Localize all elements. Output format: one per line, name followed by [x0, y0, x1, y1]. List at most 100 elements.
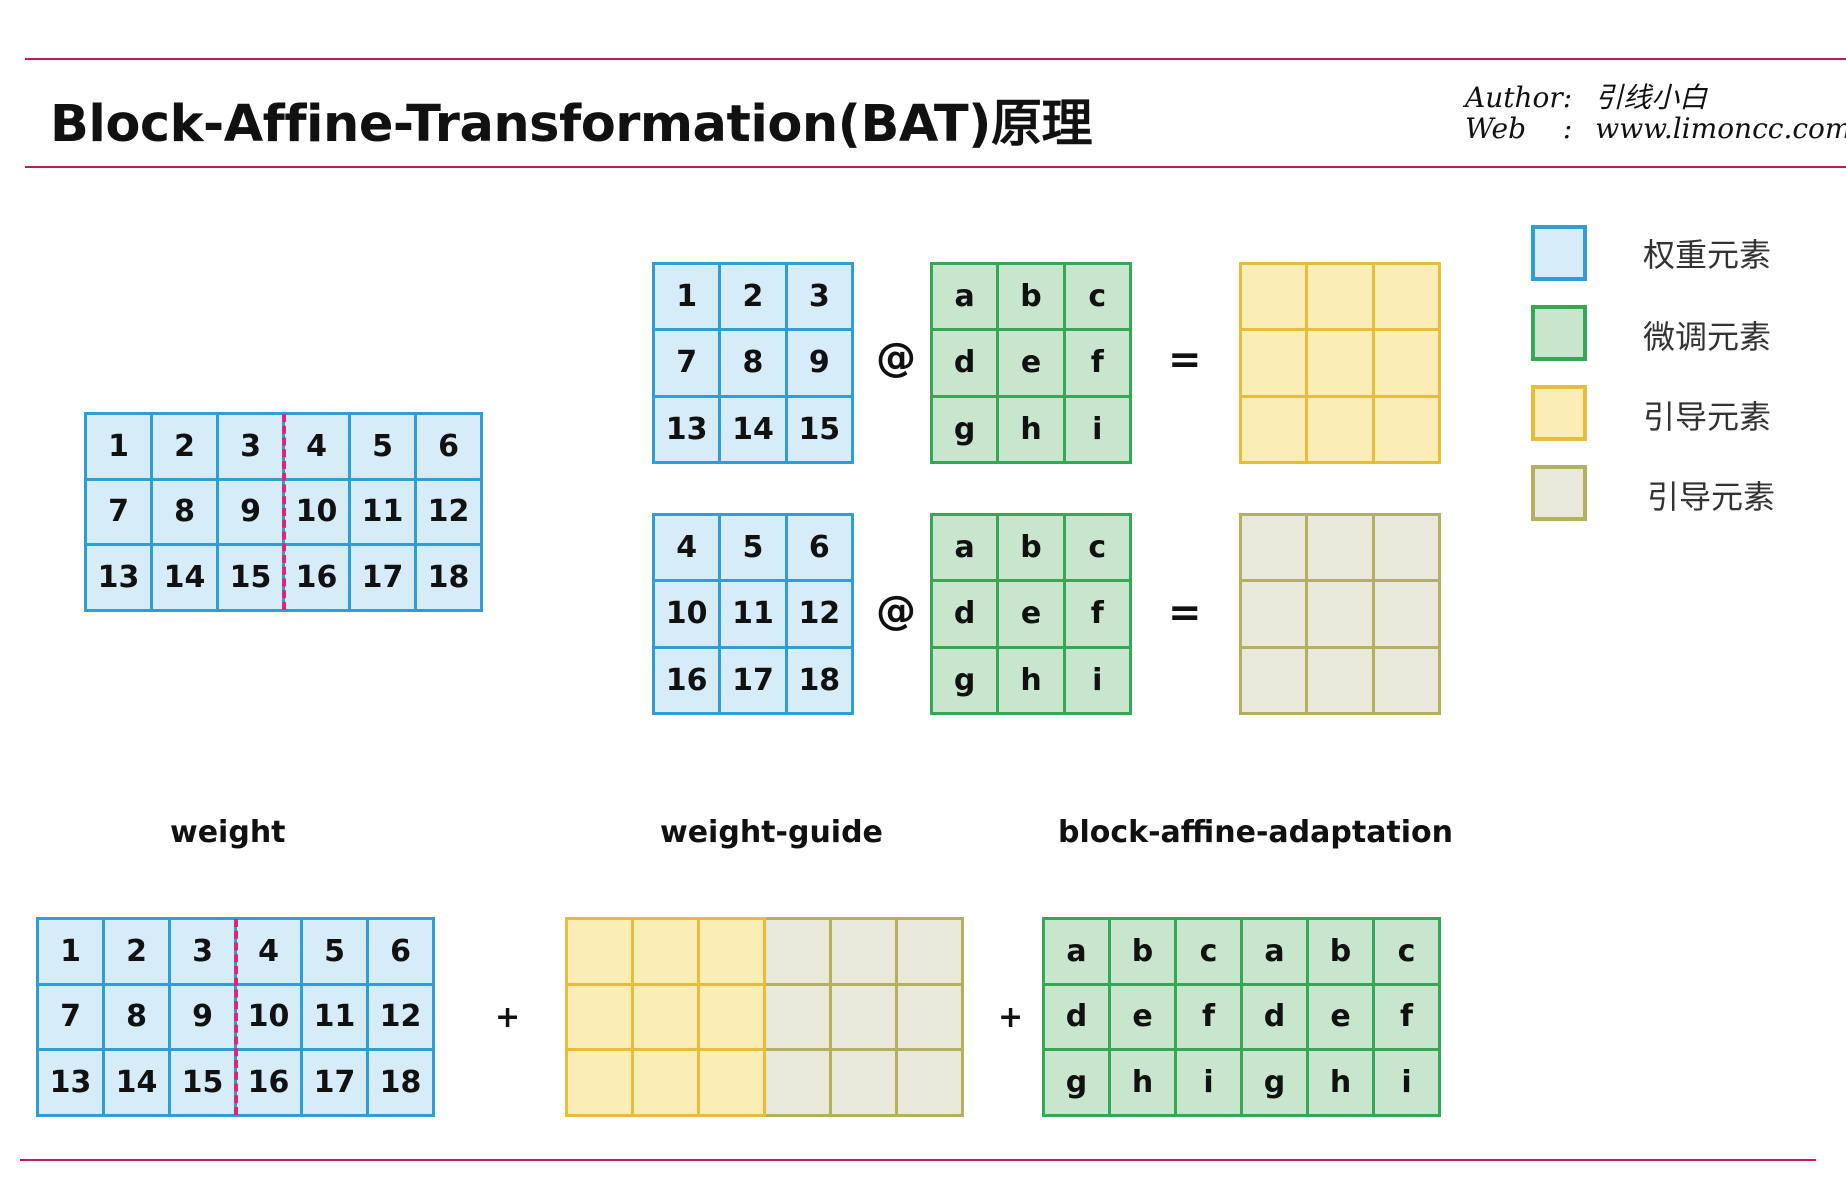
author-label: Author — [1465, 81, 1563, 114]
matrix-cell: 13 — [655, 397, 719, 461]
matrix-cell: b — [1111, 920, 1174, 983]
matrix-cell — [1242, 516, 1306, 580]
matrix-cell: a — [933, 516, 997, 580]
matrix-cell: 10 — [237, 985, 300, 1049]
matrix-cell: g — [1045, 1051, 1108, 1114]
matrix-cell: 10 — [655, 582, 719, 646]
matrix-cell — [1242, 265, 1306, 329]
matrix-cell — [1308, 582, 1372, 646]
matrix-cell: 13 — [39, 1051, 102, 1114]
matrix-cell — [1308, 516, 1372, 580]
matrix-cell — [697, 1048, 766, 1117]
matrix-cell: e — [999, 582, 1063, 646]
matrix-cell: c — [1177, 920, 1240, 983]
matrix-cell: 11 — [721, 582, 785, 646]
matrix-cell: c — [1375, 920, 1438, 983]
matrix-cell: a — [1243, 920, 1306, 983]
web-line: Web : www.limoncc.com — [1465, 112, 1846, 145]
matrix-cell: 2 — [105, 920, 168, 983]
matrix-cell: a — [1045, 920, 1108, 983]
matrix-cell — [565, 982, 634, 1052]
header-top-rule — [25, 58, 1846, 60]
matrix-cell: h — [1111, 1051, 1174, 1114]
matrix-cell: 18 — [369, 1051, 432, 1114]
matrix-cell — [631, 917, 700, 986]
block-split-divider-top — [282, 414, 286, 610]
legend-label-weight: 权重元素 — [1643, 236, 1772, 274]
weight-label: weight — [170, 815, 286, 850]
matrix-cell: 15 — [219, 546, 282, 609]
matrix-cell: 1 — [655, 265, 719, 329]
matrix-cell: 14 — [105, 1051, 168, 1114]
matrix-cell — [898, 1051, 961, 1114]
matrix-cell: 10 — [285, 480, 348, 544]
matrix-cell — [1308, 648, 1372, 712]
matrix-cell: 6 — [417, 415, 480, 478]
matrix-cell — [898, 920, 961, 983]
matrix-cell: h — [1309, 1051, 1372, 1114]
legend-label-guide-1: 引导元素 — [1643, 398, 1772, 436]
matrix-cell: f — [1375, 985, 1438, 1049]
matrix-cell — [631, 982, 700, 1052]
matrix-cell: f — [1065, 331, 1129, 395]
matrix-cell: 8 — [105, 985, 168, 1049]
matrix-cell — [565, 917, 634, 986]
matrix-cell: 3 — [219, 415, 282, 478]
matrix-cell: 12 — [369, 985, 432, 1049]
matrix-cell: i — [1065, 648, 1129, 712]
legend-label-guide-2: 引导元素 — [1647, 478, 1776, 516]
matrix-cell: 7 — [39, 985, 102, 1049]
footer-rule — [20, 1159, 1816, 1161]
matrix-cell — [697, 982, 766, 1052]
matrix-cell: b — [999, 516, 1063, 580]
matrix-cell: 12 — [787, 582, 851, 646]
matrix-cell — [832, 920, 895, 983]
legend-swatch-weight — [1531, 225, 1587, 281]
matrix-cell: 5 — [303, 920, 366, 983]
matrix-cell: d — [1045, 985, 1108, 1049]
matrix-cell — [1308, 265, 1372, 329]
matrix-cell: 13 — [87, 546, 150, 609]
matrix-cell: e — [1111, 985, 1174, 1049]
matrix-cell: 17 — [721, 648, 785, 712]
matrix-cell: 7 — [655, 331, 719, 395]
matrix-cell: 18 — [787, 648, 851, 712]
matrix-cell: 5 — [721, 516, 785, 580]
weight-guide-matrix — [565, 917, 964, 1117]
matrix-cell: 4 — [655, 516, 719, 580]
legend-swatch-finetune — [1531, 305, 1587, 361]
matrix-cell — [766, 1051, 829, 1114]
matrix-cell: 2 — [721, 265, 785, 329]
matrix-cell: e — [1309, 985, 1372, 1049]
matrix-cell: f — [1065, 582, 1129, 646]
matrix-cell: 11 — [303, 985, 366, 1049]
matrix-cell: f — [1177, 985, 1240, 1049]
web-value: www.limoncc.com — [1595, 112, 1846, 145]
matrix-cell: 15 — [171, 1051, 234, 1114]
matrix-cell — [1242, 397, 1306, 461]
matrix-cell: 7 — [87, 480, 150, 544]
matrix-cell: i — [1065, 397, 1129, 461]
matrix-cell — [832, 1051, 895, 1114]
matrix-cell: 1 — [87, 415, 150, 478]
matrix-cell — [1374, 582, 1438, 646]
matrix-cell: b — [999, 265, 1063, 329]
matrix-cell — [1242, 648, 1306, 712]
matrix-cell: 4 — [237, 920, 300, 983]
matrix-cell: g — [933, 397, 997, 461]
matrix-cell: 6 — [369, 920, 432, 983]
matrix-cell: 6 — [787, 516, 851, 580]
matrix-cell — [766, 985, 829, 1049]
equals-symbol-1: = — [1168, 337, 1202, 383]
matrix-cell: g — [933, 648, 997, 712]
matrix-cell: 1 — [39, 920, 102, 983]
matrix-cell: h — [999, 648, 1063, 712]
plus-symbol-2: + — [998, 1000, 1024, 1035]
matrix-cell: i — [1177, 1051, 1240, 1114]
page-title: Block-Affine-Transformation(BAT)原理 — [50, 95, 1092, 154]
